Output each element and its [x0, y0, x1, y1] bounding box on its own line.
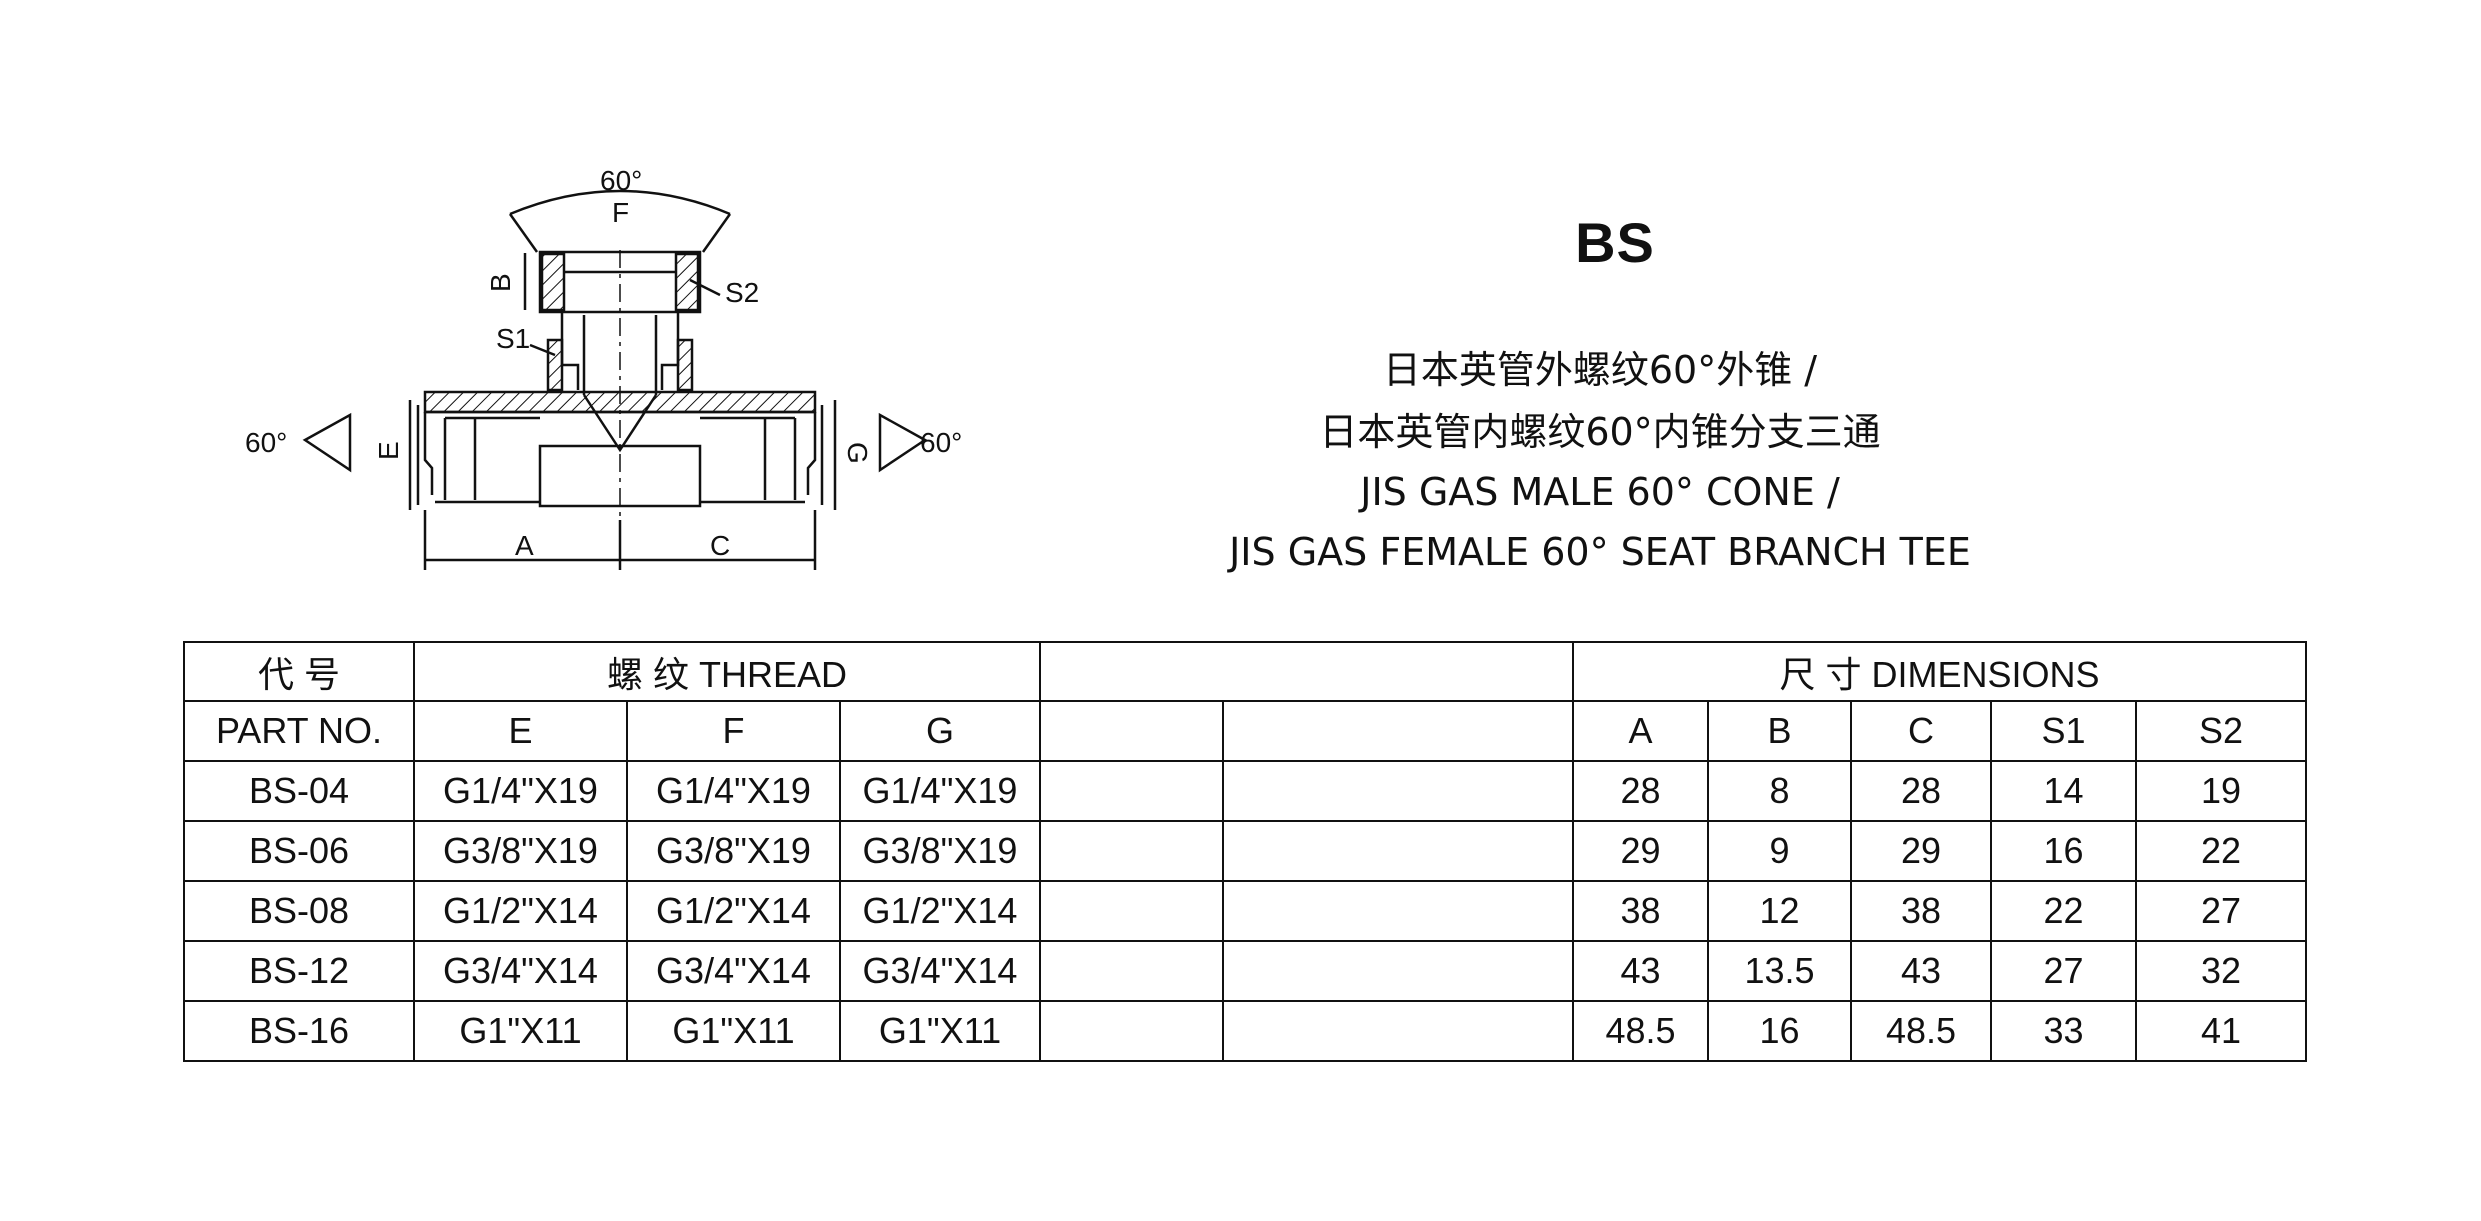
blank-cell: [1222, 1000, 1574, 1062]
cell-a: 43: [1572, 940, 1709, 1002]
cell-c: 28: [1850, 760, 1992, 822]
cell-c: 38: [1850, 880, 1992, 942]
blank-cell: [1222, 820, 1574, 882]
cell-g: G1/2"X14: [839, 880, 1041, 942]
cell-g: G3/4"X14: [839, 940, 1041, 1002]
cell-g: G1/4"X19: [839, 760, 1041, 822]
dimensions-header: 尺 寸 DIMENSIONS: [1572, 641, 2307, 702]
col-header-c: C: [1850, 700, 1992, 762]
table-row: BS-12 G3/4"X14 G3/4"X14 G3/4"X14 43 13.5…: [183, 940, 2307, 1002]
cell-b: 9: [1707, 820, 1852, 882]
right-angle-symbol: [878, 412, 928, 473]
angle-label-top: 60°: [600, 165, 642, 196]
cell-f: G3/8"X19: [626, 820, 841, 882]
cell-a: 48.5: [1572, 1000, 1709, 1062]
cell-b: 12: [1707, 880, 1852, 942]
dim-label-g: G: [842, 442, 873, 464]
tee-fitting-drawing: 60° F B S2 S1 60° E G 60° A C: [245, 165, 962, 570]
cell-a: 29: [1572, 820, 1709, 882]
cell-b: 8: [1707, 760, 1852, 822]
table-row: BS-08 G1/2"X14 G1/2"X14 G1/2"X14 38 12 3…: [183, 880, 2307, 942]
col-header-s1: S1: [1990, 700, 2137, 762]
dim-label-s1: S1: [496, 323, 530, 354]
dim-label-s2: S2: [725, 277, 759, 308]
cell-part: BS-12: [183, 940, 415, 1002]
blank-cell: [1039, 820, 1224, 882]
cell-part: BS-04: [183, 760, 415, 822]
col-header-e: E: [413, 700, 628, 762]
description-line-1: 日本英管外螺纹60°外锥 /: [1382, 348, 1818, 392]
cell-a: 38: [1572, 880, 1709, 942]
spec-table: 代 号 螺 纹 THREAD 尺 寸 DIMENSIONS PART NO. E…: [183, 641, 2307, 1062]
blank-cell: [1039, 760, 1224, 822]
col-header-b: B: [1707, 700, 1852, 762]
cell-c: 29: [1850, 820, 1992, 882]
cell-b: 16: [1707, 1000, 1852, 1062]
blank-header: [1039, 641, 1574, 702]
cell-e: G1/4"X19: [413, 760, 628, 822]
cell-f: G1/4"X19: [626, 760, 841, 822]
blank-cell: [1039, 1000, 1224, 1062]
cell-e: G1/2"X14: [413, 880, 628, 942]
cell-b: 13.5: [1707, 940, 1852, 1002]
cell-e: G1"X11: [413, 1000, 628, 1062]
dim-label-c: C: [710, 530, 730, 561]
cell-g: G1"X11: [839, 1000, 1041, 1062]
blank-cell: [1039, 880, 1224, 942]
thread-header: 螺 纹 THREAD: [413, 641, 1041, 702]
description-line-4: JIS GAS FEMALE 60° SEAT BRANCH TEE: [1229, 530, 1971, 574]
cell-e: G3/4"X14: [413, 940, 628, 1002]
table-row: BS-16 G1"X11 G1"X11 G1"X11 48.5 16 48.5 …: [183, 1000, 2307, 1062]
cell-s1: 16: [1990, 820, 2137, 882]
cell-e: G3/8"X19: [413, 820, 628, 882]
top-angle-arc: [509, 189, 731, 216]
blank-cell: [1039, 700, 1224, 762]
cell-f: G3/4"X14: [626, 940, 841, 1002]
angle-label-right: 60°: [920, 427, 962, 458]
left-angle-symbol: [302, 412, 352, 473]
table-row: BS-06 G3/8"X19 G3/8"X19 G3/8"X19 29 9 29…: [183, 820, 2307, 882]
cell-s1: 27: [1990, 940, 2137, 1002]
cell-s2: 32: [2135, 940, 2307, 1002]
cell-g: G3/8"X19: [839, 820, 1041, 882]
table-header-row-2: PART NO. E F G A B C S1 S2: [183, 700, 2307, 762]
cell-c: 43: [1850, 940, 1992, 1002]
cell-c: 48.5: [1850, 1000, 1992, 1062]
table-header-row-1: 代 号 螺 纹 THREAD 尺 寸 DIMENSIONS: [183, 641, 2307, 702]
dim-label-e: E: [373, 441, 404, 460]
cell-f: G1/2"X14: [626, 880, 841, 942]
dim-label-b: B: [485, 273, 516, 292]
part-no-en-header: PART NO.: [183, 700, 415, 762]
cell-f: G1"X11: [626, 1000, 841, 1062]
cell-s1: 33: [1990, 1000, 2137, 1062]
dim-label-f: F: [612, 197, 629, 228]
cell-part: BS-16: [183, 1000, 415, 1062]
table-row: BS-04 G1/4"X19 G1/4"X19 G1/4"X19 28 8 28…: [183, 760, 2307, 822]
cell-s2: 41: [2135, 1000, 2307, 1062]
col-header-g: G: [839, 700, 1041, 762]
blank-cell: [1039, 940, 1224, 1002]
cell-s1: 22: [1990, 880, 2137, 942]
blank-cell: [1222, 760, 1574, 822]
col-header-s2: S2: [2135, 700, 2307, 762]
blank-cell: [1222, 940, 1574, 1002]
cell-part: BS-08: [183, 880, 415, 942]
col-header-f: F: [626, 700, 841, 762]
cell-s1: 14: [1990, 760, 2137, 822]
blank-cell: [1222, 700, 1574, 762]
cell-s2: 22: [2135, 820, 2307, 882]
dim-label-a: A: [515, 530, 534, 561]
product-code: BS: [1575, 211, 1655, 274]
cell-a: 28: [1572, 760, 1709, 822]
cell-part: BS-06: [183, 820, 415, 882]
description-line-2: 日本英管内螺纹60°内锥分支三通: [1319, 410, 1881, 454]
cell-s2: 27: [2135, 880, 2307, 942]
description-line-3: JIS GAS MALE 60° CONE /: [1360, 470, 1840, 514]
part-no-cn-header: 代 号: [183, 641, 415, 702]
blank-cell: [1222, 880, 1574, 942]
angle-label-left: 60°: [245, 427, 287, 458]
cell-s2: 19: [2135, 760, 2307, 822]
col-header-a: A: [1572, 700, 1709, 762]
